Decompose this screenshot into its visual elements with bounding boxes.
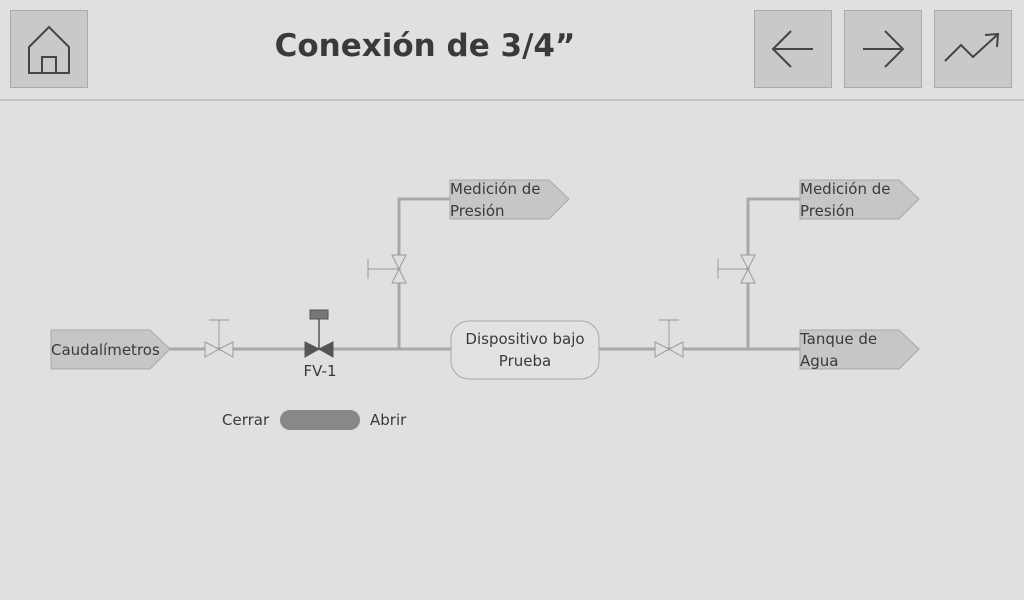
- header-bar: Conexión de 3/4”: [0, 0, 1024, 101]
- arrow-right-icon: [863, 30, 905, 68]
- device-label-line1: Dispositivo bajo: [465, 330, 585, 348]
- tag-pressure-1[interactable]: [449, 179, 570, 220]
- tag-water-tank[interactable]: [799, 329, 920, 370]
- manual-valve-1[interactable]: [204, 319, 234, 358]
- switch-close-label: Cerrar: [222, 411, 270, 429]
- trend-button[interactable]: [934, 10, 1012, 88]
- back-button[interactable]: [754, 10, 832, 88]
- tag-pressure-2[interactable]: [799, 179, 920, 220]
- tag-flowmeters[interactable]: [50, 329, 171, 370]
- tag-pressure-1-label-line1: Medición de: [450, 180, 541, 198]
- tag-pressure-2-label-line2: Presión: [800, 202, 855, 220]
- arrow-left-icon: [771, 30, 813, 68]
- forward-button[interactable]: [844, 10, 922, 88]
- page-title: Conexión de 3/4”: [274, 28, 576, 64]
- home-icon: [28, 25, 70, 74]
- manual-valve-2[interactable]: [367, 254, 407, 284]
- device-under-test[interactable]: [450, 320, 600, 380]
- home-button[interactable]: [10, 10, 88, 88]
- tag-pressure-1-label-line2: Presión: [450, 202, 505, 220]
- tag-pressure-2-label-line1: Medición de: [800, 180, 891, 198]
- tag-water-tank-label-line1: Tanque de: [800, 330, 878, 348]
- manual-valve-3[interactable]: [654, 319, 684, 358]
- valve-fv1-symbol[interactable]: [304, 309, 334, 358]
- manual-valve-4[interactable]: [717, 254, 756, 284]
- switch-open-label: Abrir: [370, 411, 407, 429]
- valve-fv1-toggle[interactable]: [280, 410, 360, 430]
- tag-water-tank-label-line2: Agua: [800, 352, 839, 370]
- tag-flowmeters-label: Caudalímetros: [51, 341, 160, 359]
- trend-chart-icon: [944, 32, 1000, 62]
- device-label-line2: Prueba: [498, 352, 552, 370]
- valve-fv1-label: FV-1: [303, 362, 337, 380]
